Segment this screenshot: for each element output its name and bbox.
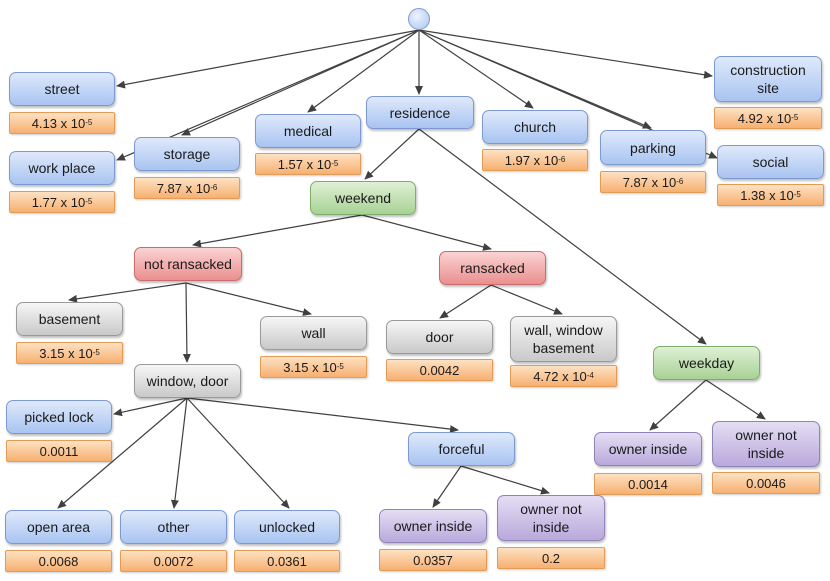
node-storage: storage [134,137,240,171]
edge-weekend-to-not-ransacked [192,214,363,248]
prob-unlocked: 0.0361 [234,550,340,572]
node-weekday: weekday [653,346,760,380]
prob-open-area: 0.0068 [5,550,112,572]
edge-window-door-to-unlocked [186,397,290,509]
node-street: street [9,72,115,106]
node-parking: parking [600,130,706,165]
node-picked-lock: picked lock [6,400,112,434]
edge-forceful-to-owner-inside-forceful [432,465,462,508]
prob-social: 1.38 x 10-5 [717,184,824,206]
prob-owner-inside-forceful: 0.0357 [379,549,487,571]
node-work-place: work place [9,151,115,185]
node-residence: residence [366,96,474,129]
edge-root-to-church [418,29,534,109]
prob-wall-window-basement: 4.72 x 10-4 [510,365,617,387]
node-medical: medical [255,114,361,148]
root-node [408,8,430,30]
node-social: social [717,145,824,179]
edge-weekday-to-owner-inside-weekday [649,379,707,431]
edge-residence-to-weekend [364,128,420,180]
prob-door: 0.0042 [386,359,493,381]
node-owner-not-inside-weekday: owner not inside [712,421,820,467]
edge-not-ransacked-to-wall [185,282,312,316]
node-wall-window-basement: wall, window basement [510,316,617,362]
prob-basement: 3.15 x 10-5 [16,342,123,364]
node-basement: basement [16,302,123,336]
node-window-door: window, door [134,364,241,398]
prob-medical: 1.57 x 10-5 [255,153,361,175]
node-ransacked: ransacked [439,251,546,285]
node-door: door [386,320,493,354]
edge-ransacked-to-wall-window-basement [490,284,563,315]
edge-window-door-to-picked-lock [113,397,188,417]
prob-other: 0.0072 [120,550,227,572]
prob-construction-site: 4.92 x 10-5 [714,107,822,129]
node-church: church [482,110,588,144]
node-owner-not-inside-forceful: owner not inside [497,495,605,541]
edge-not-ransacked-to-window-door [182,282,191,363]
node-not-ransacked: not ransacked [134,247,242,281]
prob-picked-lock: 0.0011 [6,440,112,462]
node-weekend: weekend [310,181,416,215]
edge-forceful-to-owner-not-inside-forceful [460,465,550,495]
edge-window-door-to-other [170,397,188,509]
edge-root-to-construction-site [418,29,713,79]
prob-owner-inside-weekday: 0.0014 [594,473,702,495]
edge-root-to-street [116,29,420,89]
prob-owner-not-inside-weekday: 0.0046 [712,472,820,494]
prob-church: 1.97 x 10-6 [482,149,588,171]
prob-work-place: 1.77 x 10-5 [9,191,115,213]
node-unlocked: unlocked [234,510,340,544]
edge-weekend-to-ransacked [361,214,492,251]
edge-residence-to-weekday [418,128,707,345]
edge-root-to-storage [181,29,420,136]
edge-window-door-to-forceful [186,397,459,434]
prob-storage: 7.87 x 10-6 [134,177,240,199]
node-wall: wall [260,316,367,350]
node-open-area: open area [5,510,112,544]
prob-wall: 3.15 x 10-5 [260,356,367,378]
edge-weekday-to-owner-not-inside-weekday [705,379,766,420]
prob-street: 4.13 x 10-5 [9,112,115,134]
node-construction-site: construction site [714,56,822,102]
node-owner-inside-weekday: owner inside [594,432,702,466]
prob-owner-not-inside-forceful: 0.2 [497,547,605,569]
prob-parking: 7.87 x 10-6 [600,171,706,193]
edge-window-door-to-open-area [57,397,188,509]
edge-root-to-medical [307,29,420,113]
node-forceful: forceful [408,432,515,466]
node-owner-inside-forceful: owner inside [379,509,487,543]
edge-ransacked-to-door [439,284,492,319]
node-other: other [120,510,227,544]
edge-not-ransacked-to-basement [68,282,187,303]
